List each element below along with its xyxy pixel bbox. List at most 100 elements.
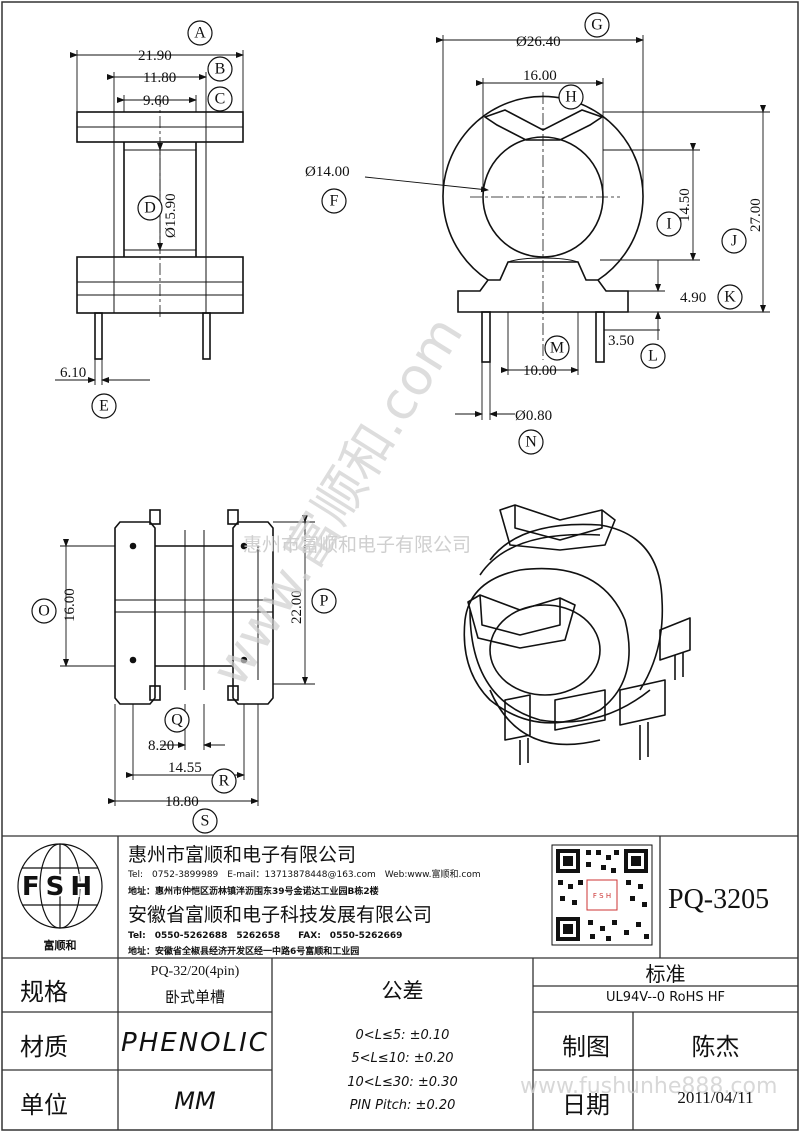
- company-name-2: 安徽省富顺和电子科技发展有限公司: [128, 904, 433, 926]
- callouts: [31, 12, 747, 834]
- date-value: 2011/04/11: [677, 1088, 754, 1107]
- callout-r: [211, 768, 237, 794]
- callout-letter-d: D: [144, 200, 156, 217]
- dim-l: 3.50: [608, 333, 634, 349]
- dim-a: 21.90: [138, 48, 172, 64]
- callout-letter-l: L: [648, 348, 658, 365]
- qr-code: [551, 844, 653, 946]
- qr-center-logo: F S H: [593, 892, 611, 900]
- callout-letter-a: A: [194, 25, 206, 42]
- isometric-view: [463, 504, 691, 765]
- callout-a: [187, 20, 213, 46]
- callout-b: [207, 56, 233, 82]
- dim-i: 14.50: [677, 188, 693, 222]
- dim-m: 10.00: [523, 363, 557, 379]
- tolerance-1: 0<L≤5: ±0.10: [355, 1028, 450, 1043]
- callout-letter-q: Q: [171, 712, 183, 729]
- company-address-1: 地址：惠州市仲恺区沥林镇泮沥围东39号金诺达工业园B栋2楼: [128, 887, 379, 897]
- dim-c: 9.60: [143, 93, 169, 109]
- dim-f: Ø14.00: [305, 164, 350, 180]
- callout-n: [518, 429, 544, 455]
- watermark-company: 惠州市富顺和电子有限公司: [243, 534, 471, 556]
- callout-i: [656, 211, 682, 237]
- dim-g: Ø26.40: [516, 34, 561, 50]
- callout-c: [207, 86, 233, 112]
- tolerance-3: 10<L≤30: ±0.30: [347, 1075, 458, 1090]
- logo-text: FSH: [22, 872, 98, 902]
- date-label: 日期: [562, 1091, 610, 1119]
- fsh-logo: [17, 843, 103, 929]
- dim-e: 6.10: [60, 365, 86, 381]
- watermark-diagonal: www.富顺和.com: [200, 306, 475, 696]
- spec-value-1: PQ-32/20(4pin): [150, 964, 240, 979]
- dim-d: Ø15.90: [163, 193, 179, 238]
- callout-m: [544, 335, 570, 361]
- callout-letter-p: P: [320, 593, 329, 610]
- callout-k: [717, 284, 743, 310]
- dim-q: 8.20: [148, 738, 174, 754]
- title-block-grid: [2, 835, 798, 1130]
- callout-f: [321, 188, 347, 214]
- callout-letter-i: I: [666, 216, 671, 233]
- spec-label: 规格: [20, 978, 68, 1006]
- side-view-dimensions: [364, 35, 770, 420]
- dim-r: 14.55: [168, 760, 202, 776]
- bottom-view: [114, 509, 274, 705]
- callout-letters: A B C D E F G H I J K L M N O P Q R S: [38, 17, 737, 830]
- company-contact-1: Tel: 0752-3899989 E-mail：13713878448@163…: [128, 870, 481, 880]
- callout-o: [31, 598, 57, 624]
- tolerance-label: 公差: [381, 979, 424, 1003]
- callout-letter-k: K: [724, 289, 736, 306]
- company-name-1: 惠州市富顺和电子有限公司: [128, 844, 357, 866]
- callout-g: [584, 12, 610, 38]
- standard-value: UL94V--0 RoHS HF: [605, 990, 726, 1005]
- drawn-value: 陈杰: [691, 1033, 740, 1061]
- callout-letter-m: M: [550, 340, 564, 357]
- tolerance-pin: PIN Pitch: ±0.20: [349, 1098, 456, 1113]
- callout-letter-j: J: [731, 233, 737, 250]
- drawn-label: 制图: [562, 1033, 610, 1061]
- standard-label: 标准: [645, 962, 686, 986]
- spec-value-2: 卧式单槽: [164, 988, 225, 1006]
- callout-d: [137, 195, 163, 221]
- dim-o: 16.00: [62, 588, 78, 622]
- callout-j: [721, 228, 747, 254]
- callout-q: [164, 707, 190, 733]
- dim-p: 22.00: [289, 590, 305, 624]
- side-view: [442, 92, 644, 363]
- callout-letter-r: R: [219, 773, 230, 790]
- dim-n: Ø0.80: [515, 408, 552, 424]
- material-label: 材质: [20, 1033, 68, 1061]
- unit-label: 单位: [20, 1091, 68, 1119]
- callout-s: [192, 808, 218, 834]
- tolerance-2: 5<L≤10: ±0.20: [351, 1051, 454, 1066]
- dim-h: 16.00: [523, 68, 557, 84]
- company-address-2: 地址：安徽省全椒县经济开发区经一中路6号富顺和工业园: [128, 947, 360, 957]
- callout-letter-c: C: [215, 91, 226, 108]
- callout-letter-b: B: [215, 61, 226, 78]
- callout-e: [91, 393, 117, 419]
- dim-s: 18.80: [165, 794, 199, 810]
- bottom-view-dimensions: [60, 515, 315, 806]
- unit-value: MM: [174, 1087, 216, 1115]
- logo-caption: 富顺和: [44, 938, 77, 952]
- callout-letter-s: S: [201, 813, 210, 830]
- callout-p: [311, 588, 337, 614]
- callout-letter-f: F: [330, 193, 339, 210]
- front-view-dimensions: [55, 50, 244, 385]
- part-number: PQ-3205: [668, 884, 770, 915]
- callout-letter-o: O: [38, 603, 50, 620]
- watermark-footer: www.fushunhe888.com: [520, 1074, 777, 1099]
- dim-j: 27.00: [748, 198, 764, 232]
- callout-h: [558, 84, 584, 110]
- company-contact-2: Tel: 0550-5262688 5262658 FAX: 0550-5262…: [128, 931, 403, 941]
- callout-letter-e: E: [99, 398, 109, 415]
- callout-letter-g: G: [591, 17, 603, 34]
- dim-k: 4.90: [680, 290, 706, 306]
- callout-l: [640, 343, 666, 369]
- callout-letter-n: N: [525, 434, 537, 451]
- callout-letter-h: H: [565, 89, 577, 106]
- material-value: PHENOLIC: [121, 1028, 269, 1058]
- dim-b: 11.80: [143, 70, 176, 86]
